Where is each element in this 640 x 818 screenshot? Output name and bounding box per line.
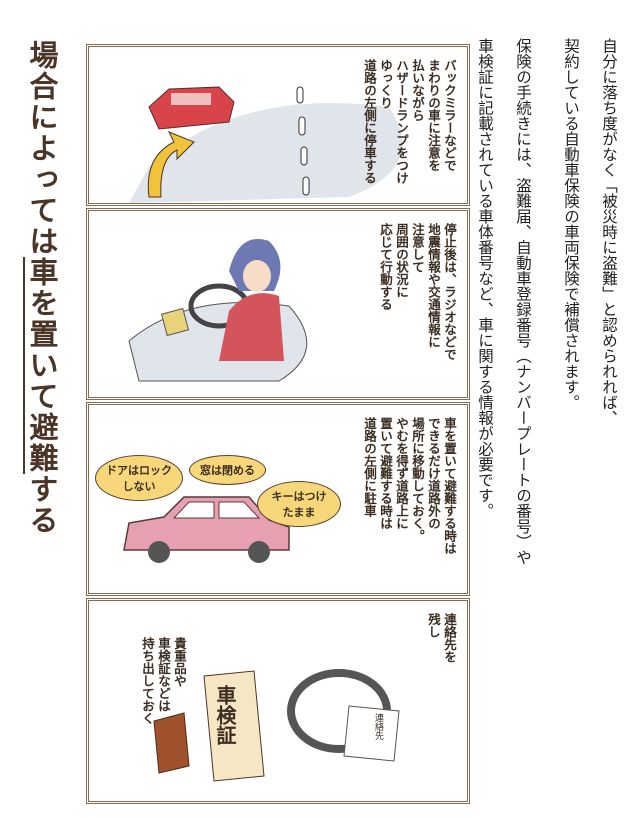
text-line: 注意して <box>410 223 425 273</box>
panel-text: 車を置いて避難する時は できるだけ道路外の 場所に移動しておく。 やむを得ず道路… <box>361 417 457 555</box>
title-part: 場合によっては <box>25 40 59 257</box>
arrow-icon <box>147 131 195 198</box>
intro-line: 保険の手続きには、盗難届、自動車登録番号（ナンバープレートの番号）や <box>514 38 532 565</box>
wallet-icon <box>153 712 190 774</box>
intro-line: 車検証に記載されている車体番号など、車に関する情報が必要です。 <box>476 38 494 519</box>
illustration-driver-radio <box>128 239 308 382</box>
illustration-parked-car <box>123 496 290 563</box>
red-car-icon <box>148 86 235 130</box>
person-icon <box>219 239 284 361</box>
speech-bubble: ドアはロックしない <box>95 455 183 501</box>
panel-valuables: 車検証 連絡先 連絡先を 残し 貴重品や 車検証などは 持ち出しておく <box>86 598 470 804</box>
text-line: 道路の左側に駐車 <box>362 417 377 517</box>
text-line: できるだけ道路外の <box>426 417 441 530</box>
speech-bubble: キーはつけたまま <box>257 481 341 527</box>
text-line: 停止後は、ラジオなどで <box>442 223 457 361</box>
text-line: 払いながら <box>410 59 425 122</box>
note-label: 連絡先 <box>373 713 383 740</box>
text-line: ハザードランプをつけ <box>394 59 409 184</box>
intro-line: 自分に落ち度がなく「被災時に盗難」と認められれば、 <box>600 38 618 426</box>
text-line: やむを得ず道路上に <box>394 417 409 530</box>
text-line: 地震情報や交通情報に <box>426 223 441 348</box>
certificate-label: 車検証 <box>213 685 237 745</box>
text-line: ゆっくり <box>378 59 393 109</box>
panel-text: バックミラーなどで まわりの車に注意を 払いながら ハザードランプをつけ ゆっく… <box>361 59 457 184</box>
illustration-valuables <box>153 669 400 782</box>
title-underlined: 車を置いて避難 <box>23 257 59 474</box>
text-line: 道路の左側に停車する <box>362 59 377 184</box>
lane-markings <box>296 86 310 196</box>
panel-text: 停止後は、ラジオなどで 地震情報や交通情報に 注意して 周囲の状況に 応じて行動… <box>377 223 457 361</box>
text-line: 周囲の状況に <box>394 223 409 298</box>
pink-car-icon <box>123 496 290 563</box>
text-line: 持ち出しておく <box>140 637 155 725</box>
contact-note-icon <box>343 705 400 762</box>
text-line: 車検証などは <box>156 637 171 712</box>
text-line: 残し <box>426 613 441 638</box>
text-line: 貴重品や <box>172 637 187 687</box>
panel-after-stop: 停止後は、ラジオなどで 地震情報や交通情報に 注意して 周囲の状況に 応じて行動… <box>86 208 470 400</box>
text-line: 置いて避難する時は <box>378 417 393 530</box>
text-line: 車を置いて避難する時は <box>442 417 457 555</box>
page-title: 場合によっては車を置いて避難する <box>22 40 62 536</box>
text-line: 場所に移動しておく。 <box>410 417 425 542</box>
panel-leave-car: ドアはロックしない 窓は閉める キーはつけたまま 車を置いて避難する時は できる… <box>86 402 470 596</box>
text-line: バックミラーなどで <box>442 59 457 172</box>
intro-text: 自分に落ち度がなく「被災時に盗難」と認められれば、 契約している自動車保険の車両… <box>460 38 622 565</box>
vehicle-inspection-certificate-icon <box>203 670 265 782</box>
panel-pull-over: バックミラーなどで まわりの車に注意を 払いながら ハザードランプをつけ ゆっく… <box>86 44 470 206</box>
panel-text: 貴重品や 車検証などは 持ち出しておく <box>139 637 187 725</box>
speech-bubble: 窓は閉める <box>189 455 266 485</box>
text-line: 応じて行動する <box>378 223 393 311</box>
illustration-car-pulling-over <box>129 86 403 203</box>
title-part: する <box>25 474 59 536</box>
intro-line: 契約している自動車保険の車両保険で補償されます。 <box>562 38 580 410</box>
panel-text: 連絡先を 残し <box>425 613 457 663</box>
text-line: まわりの車に注意を <box>426 59 441 172</box>
text-line: 連絡先を <box>442 613 457 663</box>
